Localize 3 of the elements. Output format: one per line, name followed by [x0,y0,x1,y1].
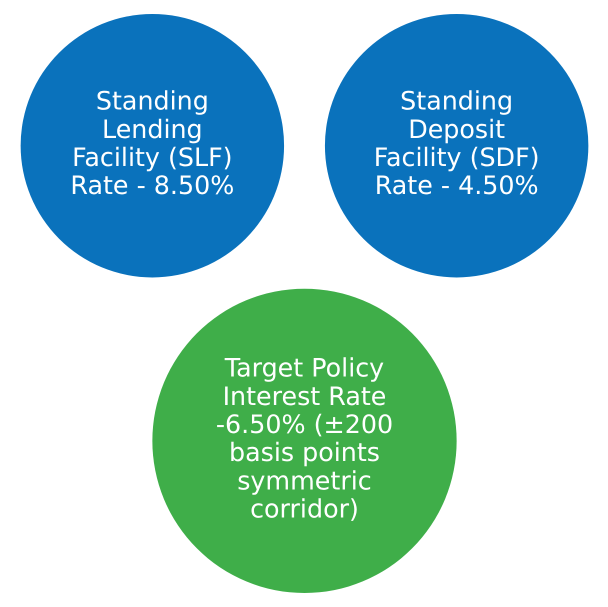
node-circle: Target Policy Interest Rate -6.50% (±200 basis points symmetric corridor) [152,288,456,593]
node-circle: Standing Deposit Facility (SDF) Rate - 4.50% [324,14,588,278]
node-circle: Standing Lending Facility (SLF) Rate - 8.50% [20,14,284,278]
